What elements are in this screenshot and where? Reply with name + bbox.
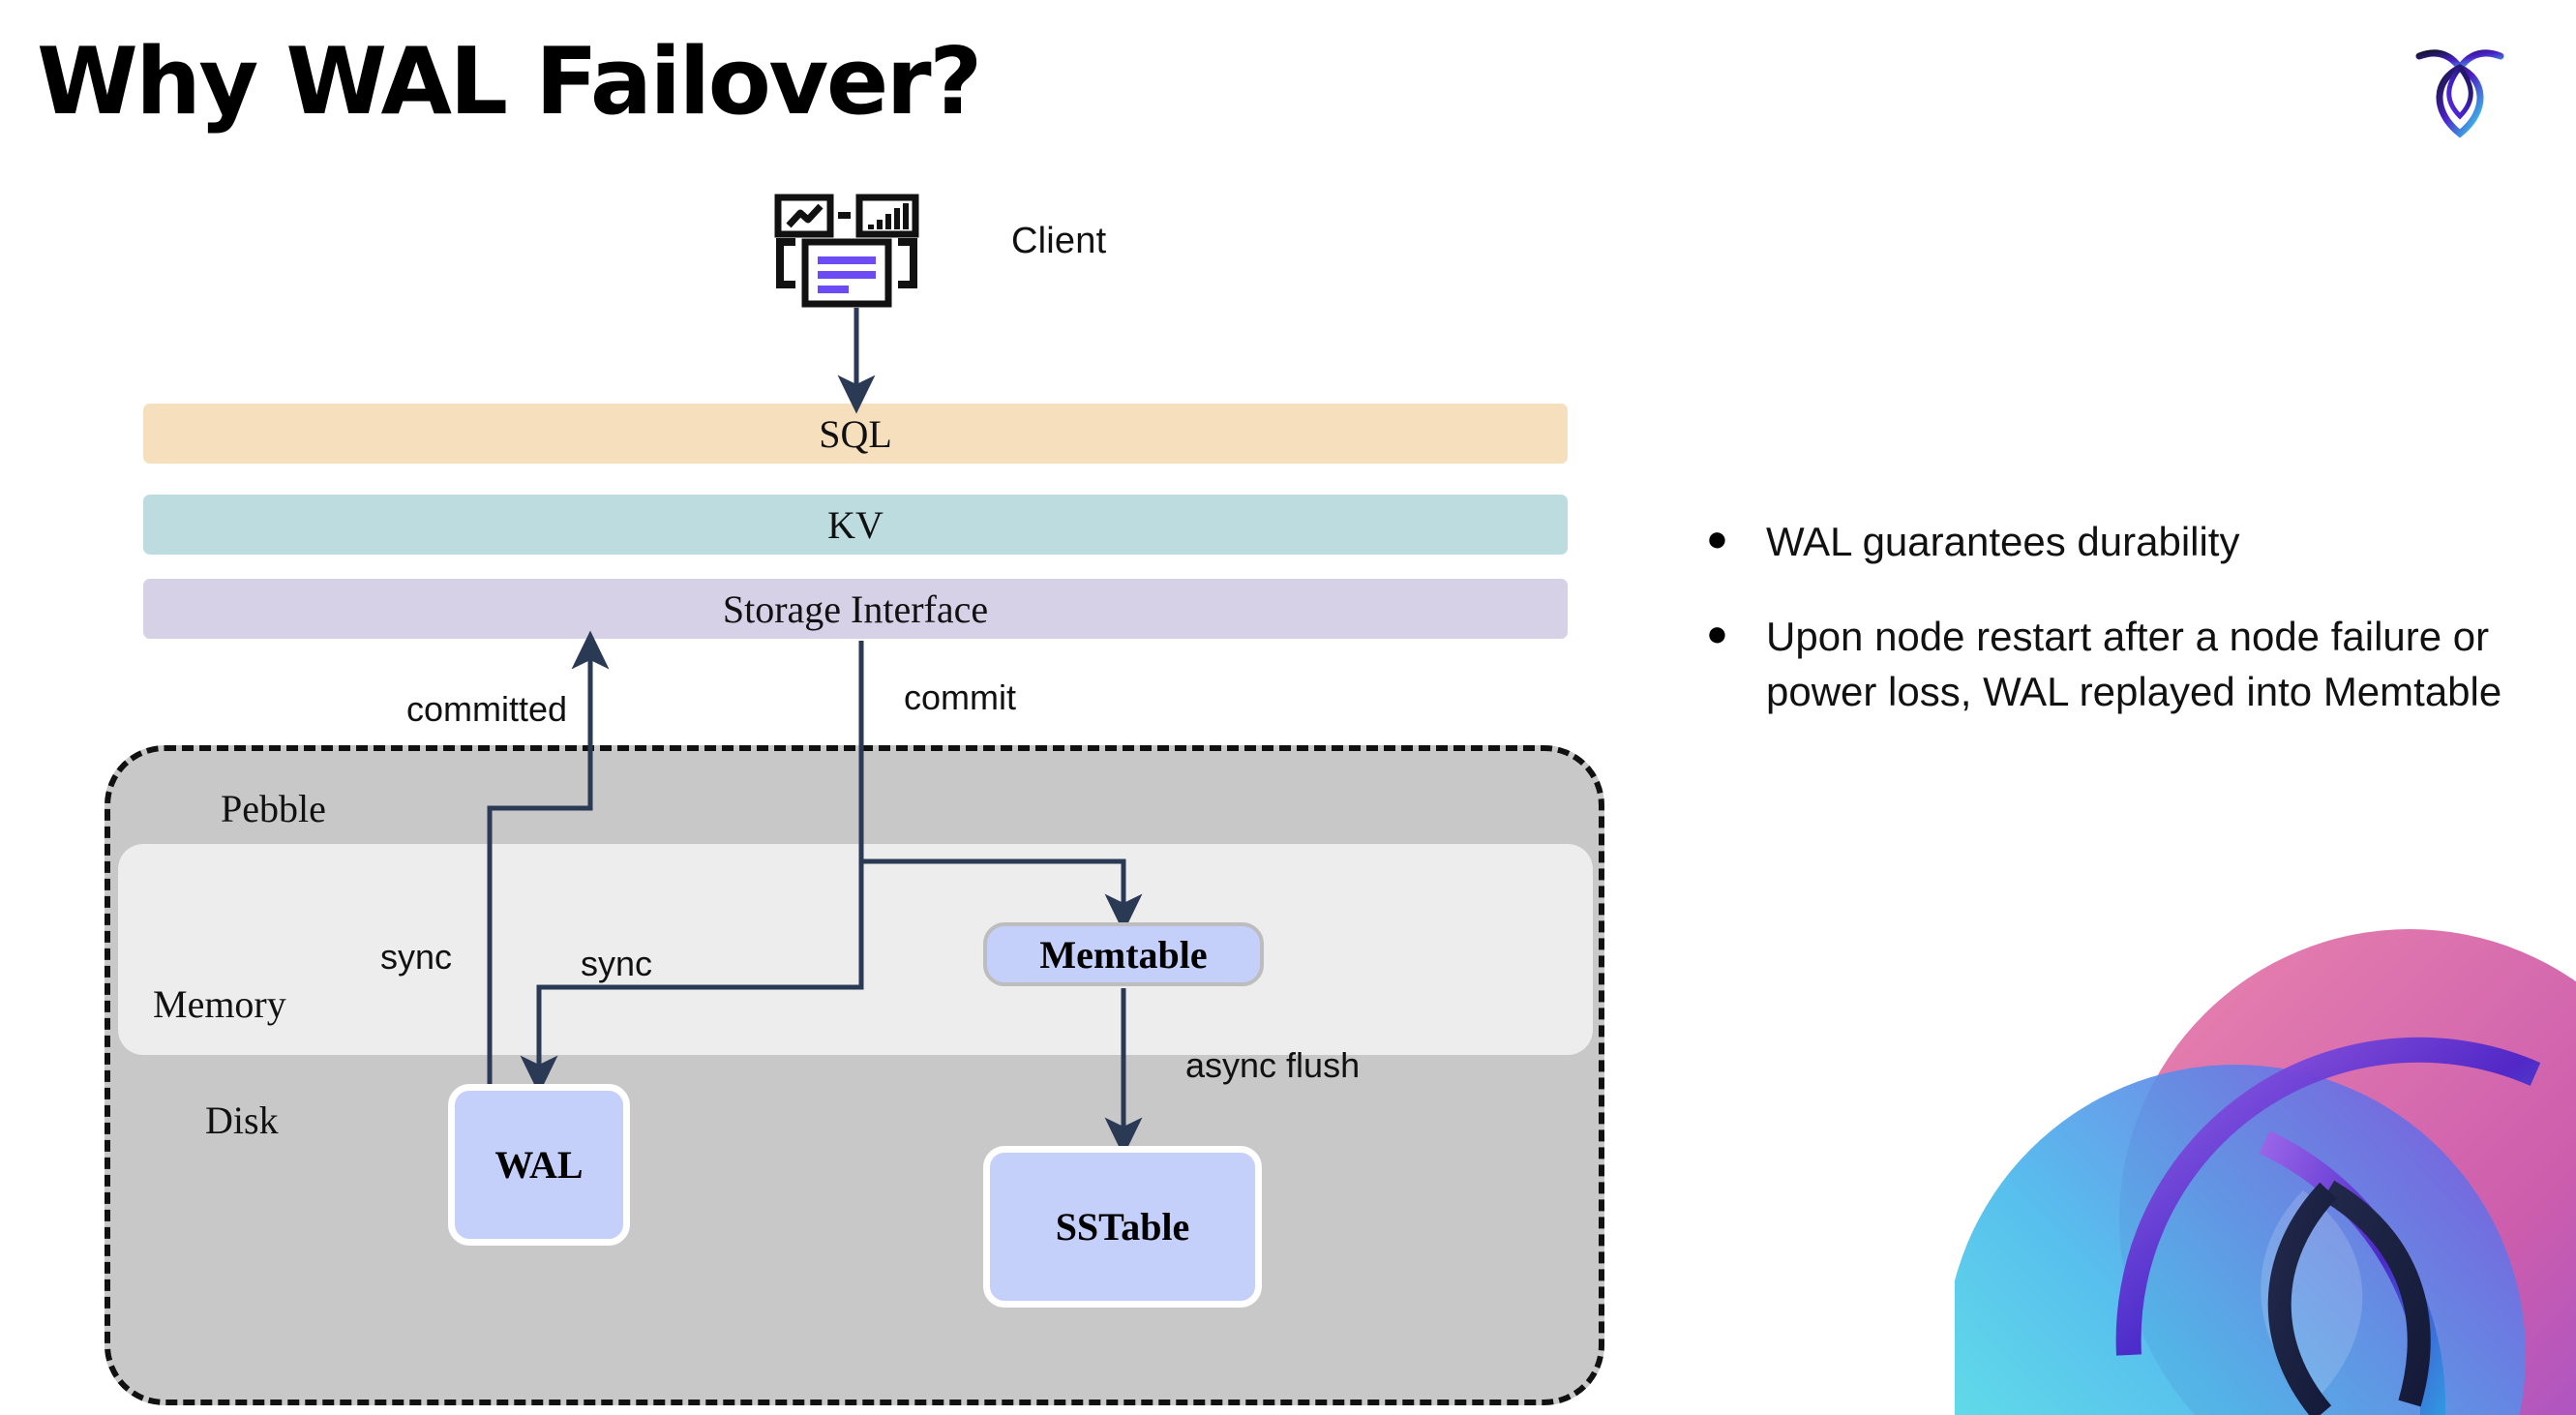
- node-label-memtable: Memtable: [1039, 932, 1208, 977]
- layer-label-sql: SQL: [819, 411, 892, 456]
- layer-bar-kv: KV: [143, 495, 1568, 555]
- node-sstable: SSTable: [983, 1146, 1262, 1308]
- bullet-text: WAL guarantees durability: [1766, 519, 2240, 564]
- memory-region-band: [118, 844, 1593, 1055]
- client-dashboard-icon: [774, 194, 929, 310]
- layer-label-kv: KV: [827, 502, 884, 547]
- edge-label-async-flush: async flush: [1185, 1045, 1361, 1085]
- bullet-text: Upon node restart after a node failure o…: [1766, 614, 2502, 714]
- client-label: Client: [1011, 221, 1107, 261]
- node-label-wal: WAL: [494, 1143, 584, 1187]
- memory-label: Memory: [153, 982, 286, 1026]
- bullet-marker-icon: ●: [1706, 614, 1728, 655]
- pebble-label: Pebble: [221, 787, 326, 830]
- edge-label-committed: committed: [406, 689, 568, 729]
- edge-label-sync-right: sync: [581, 944, 653, 983]
- list-item: ● Upon node restart after a node failure…: [1698, 610, 2550, 719]
- bullet-marker-icon: ●: [1706, 519, 1728, 559]
- node-memtable: Memtable: [983, 922, 1264, 986]
- edge-label-commit: commit: [904, 677, 1016, 717]
- layer-bar-storage: Storage Interface: [143, 579, 1568, 639]
- node-wal: WAL: [448, 1084, 630, 1246]
- bullet-list: ● WAL guarantees durability ● Upon node …: [1698, 515, 2550, 760]
- disk-label: Disk: [205, 1099, 279, 1142]
- list-item: ● WAL guarantees durability: [1698, 515, 2550, 569]
- edge-label-sync-left: sync: [380, 937, 453, 977]
- page-title: Why WAL Failover?: [37, 29, 982, 135]
- cockroachdb-logo-icon: [2402, 27, 2518, 143]
- layer-label-storage: Storage Interface: [722, 587, 989, 631]
- node-label-sstable: SSTable: [1055, 1205, 1190, 1249]
